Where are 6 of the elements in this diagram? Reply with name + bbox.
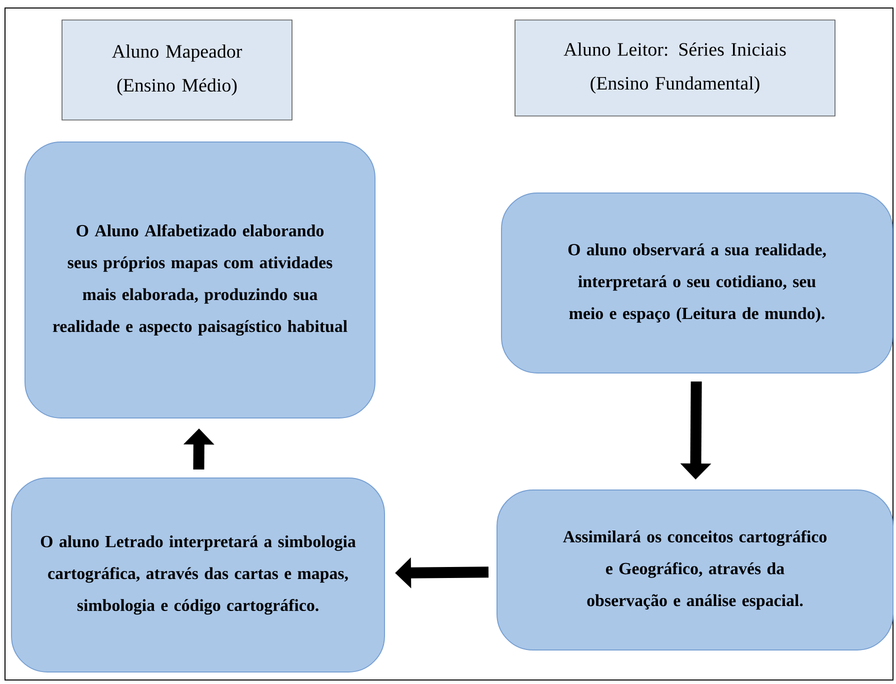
rounded-box: Assimilará os conceitos cartográfico e Geográfico, através da observação e análise espacial. [496,490,894,650]
rounded-box: O aluno observará a sua realidade, interpretará o seu cotidiano, seu meio e espaço (Leitura de mundo). [501,192,893,374]
header-box: Aluno Mapeador (Ensino Médio) [62,20,292,120]
rounded-box: O Aluno Alfabetizado elaborando seus próprios mapas com atividades mais elaborada, produzindo sua realidade e aspecto paisagístico habitual [24,142,376,418]
header-box: Aluno Leitor: Séries Iniciais (Ensino Fundamental) [514,20,836,116]
rounded-box: O aluno Letrado interpretará a simbologia cartográfica, através das cartas e mapas, simbologia e código cartográfico. [11,478,385,672]
